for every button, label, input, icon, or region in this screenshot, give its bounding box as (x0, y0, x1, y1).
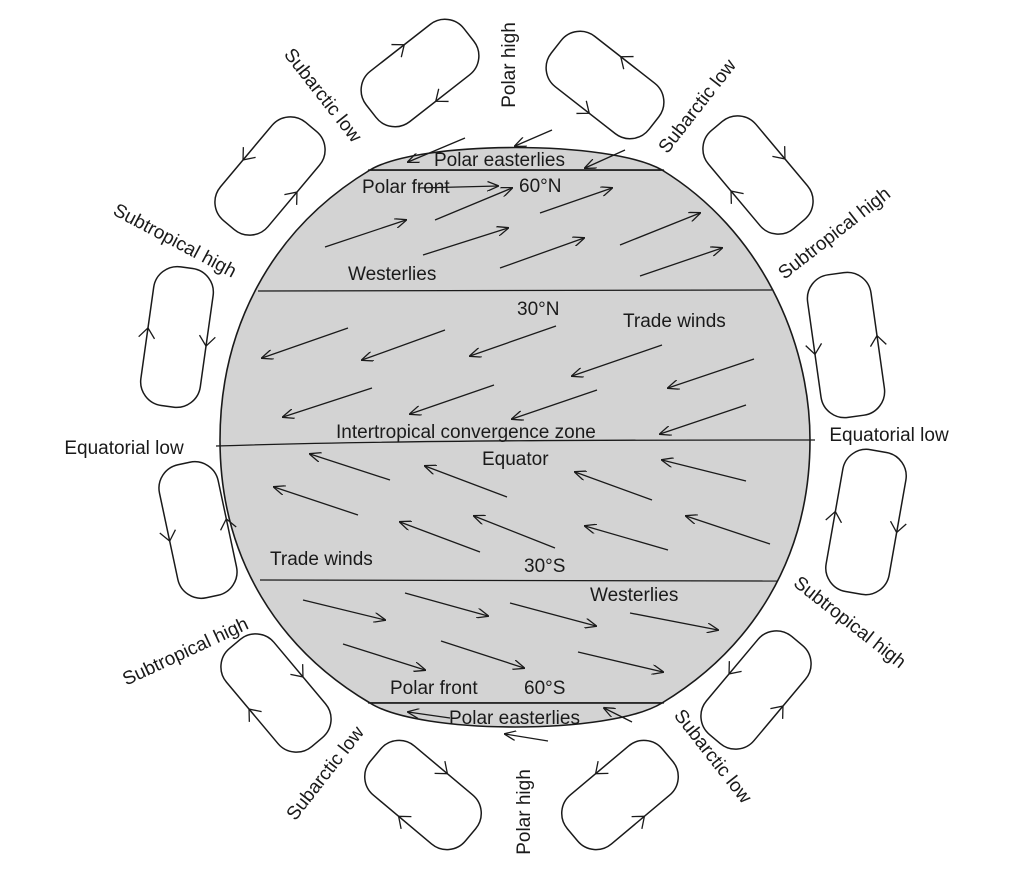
wind-arrow (417, 186, 498, 188)
wind-arrow (662, 460, 747, 482)
circulation-cell-bottom-right (560, 739, 680, 851)
wind-arrow (668, 358, 755, 388)
wind-arrow (324, 220, 406, 248)
label-polar-front-south: Polar front (390, 678, 478, 699)
wind-arrow (410, 384, 495, 414)
wind-arrow (619, 213, 700, 246)
label-equatorial-low-right: Equatorial low (829, 425, 949, 446)
wind-arrow (572, 344, 663, 376)
label-lat-30s: 30°S (524, 556, 565, 577)
wind-arrow (539, 188, 612, 214)
wind-arrow (575, 472, 653, 501)
wind-arrow (577, 651, 663, 672)
circulation-cell-upper-left (214, 116, 326, 236)
label-itcz: Intertropical convergence zone (336, 422, 596, 443)
polar-cap-south (367, 702, 665, 728)
label-trade-winds-north: Trade winds (623, 311, 726, 332)
wind-arrow (629, 612, 718, 630)
label-polar-easterlies-north: Polar easterlies (434, 150, 565, 171)
label-lat-60s: 60°S (524, 678, 565, 699)
wind-arrow (342, 643, 425, 670)
wind-arrow (262, 327, 349, 358)
wind-arrow (283, 387, 373, 417)
label-polar-front-north: Polar front (362, 177, 450, 198)
circulation-cell-mid-lower-left (158, 460, 238, 600)
wind-arrow (660, 404, 747, 434)
wind-arrow (425, 466, 508, 498)
wind-arrow (404, 592, 488, 616)
wind-arrow (515, 129, 553, 146)
wind-arrow (302, 599, 385, 620)
wind-arrow (422, 228, 508, 256)
latitude-line-30s (259, 579, 779, 582)
wind-arrow (604, 708, 633, 723)
circulation-cell-top-left (360, 18, 480, 128)
circulation-cell-lower-left (220, 633, 332, 753)
wind-arrow (639, 248, 722, 277)
wind-arrow (585, 149, 626, 168)
wind-arrow (499, 238, 584, 269)
label-polar-easterlies-south: Polar easterlies (449, 708, 580, 729)
circulation-cell-upper-right (702, 115, 814, 235)
wind-arrow (686, 516, 771, 545)
equator-line (215, 439, 816, 447)
wind-arrow (408, 137, 466, 162)
label-polar-high-top: Polar high (499, 22, 520, 108)
wind-arrow (362, 329, 446, 360)
circulation-cell-lower-right (700, 630, 812, 750)
wind-arrow (440, 640, 524, 668)
wind-arrow (408, 712, 451, 719)
wind-arrow (434, 188, 512, 221)
wind-arrows (262, 129, 771, 742)
wind-arrow (509, 602, 596, 626)
circulation-cell-mid-upper-right (805, 271, 887, 419)
wind-arrow (274, 487, 359, 516)
wind-arrow (505, 734, 549, 742)
globe-labels: Polar easterlies Polar front 60°N Wester… (270, 150, 726, 729)
wind-arrow (512, 389, 598, 419)
label-westerlies-north: Westerlies (348, 264, 436, 285)
label-equator: Equator (482, 449, 549, 470)
circulation-cells (138, 18, 907, 851)
label-polar-high-bottom: Polar high (514, 769, 535, 855)
wind-arrow (400, 522, 481, 553)
circulation-cell-mid-lower-right (825, 448, 907, 596)
wind-arrow (470, 325, 557, 356)
wind-arrow (474, 516, 556, 549)
wind-arrow (585, 526, 669, 551)
latitude-line-30n (257, 289, 773, 292)
label-lat-60n: 60°N (519, 176, 561, 197)
label-trade-winds-south: Trade winds (270, 549, 373, 570)
wind-arrow (310, 454, 391, 481)
label-equatorial-low-left: Equatorial low (64, 438, 184, 459)
circulation-cell-top-right (545, 30, 665, 140)
circulation-cell-bottom-left (363, 739, 483, 851)
circulation-cell-mid-upper-left (138, 265, 216, 409)
label-lat-30n: 30°N (517, 299, 559, 320)
label-westerlies-south: Westerlies (590, 585, 678, 606)
